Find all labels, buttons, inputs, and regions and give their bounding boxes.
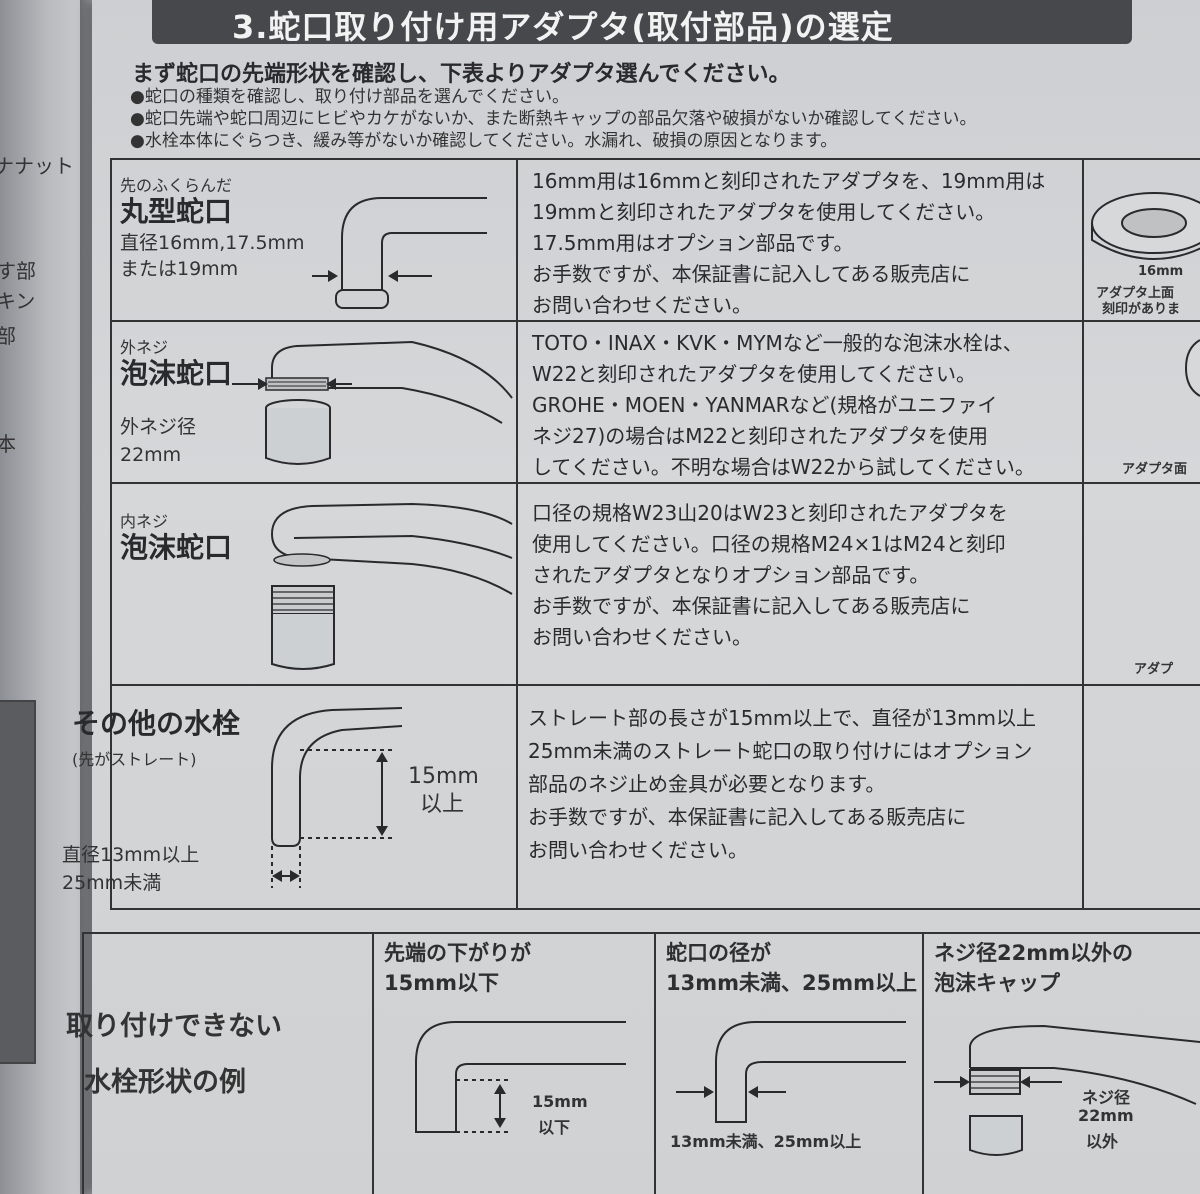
adapter-side-illustration (1184, 339, 1200, 397)
faucet-type-name: 泡沫蛇口 (120, 357, 233, 390)
unsupported-title: 水栓形状の例 (84, 1067, 246, 1098)
left-page-text: ナナット (0, 154, 74, 178)
row-sublabel: (先がストレート) (72, 750, 197, 769)
manual-page: 3.蛇口取り付け用アダプタ(取付部品)の選定 まず蛇口の先端形状を確認し、下表よ… (62, 0, 1200, 1194)
table-column-divider (516, 158, 518, 910)
book-gutter (80, 0, 94, 1194)
case-note: 以下 (538, 1118, 571, 1137)
table-border (110, 908, 1200, 910)
case-heading: ネジ径22mm以外の (934, 941, 1133, 965)
bullet-item: ●蛇口先端や蛇口周辺にヒビやカケがないか、また断熱キャップの部品欠落や破損がない… (130, 109, 977, 129)
box-divider (654, 932, 656, 1194)
description-line: お問い合わせください。 (532, 293, 752, 317)
bullet-list: ●蛇口の種類を確認し、取り付け部品を選んでください。 ●蛇口先端や蛇口周辺にヒビ… (130, 86, 976, 152)
adapter-ring-illustration (1091, 192, 1200, 260)
left-page-text: 本 (0, 432, 16, 456)
description-line: W22と刻印されたアダプタを使用してください。 (532, 362, 977, 386)
description-line: お問い合わせください。 (528, 838, 748, 862)
faucet-spec: 外ネジ径 (120, 416, 197, 438)
side-note: 刻印がありま (1102, 302, 1181, 317)
box-divider (372, 932, 374, 1194)
description-line: ネジ27)の場合はM22と刻印されたアダプタを使用 (532, 424, 988, 448)
lead-instruction: まず蛇口の先端形状を確認し、下表よりアダプタ選んでください。 (132, 62, 791, 87)
row-sublabel: 先のふくらんだ (120, 176, 233, 195)
diameter-faucet-illustration (676, 1021, 906, 1123)
inner-thread-aerator-illustration (271, 502, 513, 670)
description-line: 口径の規格W23山20はW23と刻印されたアダプタを (532, 501, 1008, 525)
table-border (110, 158, 112, 910)
side-note: 16mm (1138, 264, 1184, 279)
case-heading: 蛇口の径が (666, 941, 771, 965)
description-line: してください。不明な場合はW22から試してください。 (532, 455, 1035, 479)
side-note: アダプ (1134, 662, 1174, 677)
side-note: アダプタ上面 (1096, 286, 1175, 301)
case-heading: 泡沫キャップ (934, 971, 1060, 995)
description-line: ストレート部の長さが15mm以上で、直径が13mm以上 (528, 706, 1037, 730)
description-line: お手数ですが、本保証書に記入してある販売店に (528, 805, 967, 829)
table-row-divider (110, 684, 1200, 686)
faucet-spec: 直径16mm,17.5mm (120, 232, 305, 254)
case-heading: 13mm未満、25mm以上 (666, 971, 917, 995)
description-line: TOTO・INAX・KVK・MYMなど一般的な泡沫水栓は、 (532, 331, 1023, 355)
faucet-spec: 22mm (120, 444, 182, 466)
side-note: アダプタ面 (1122, 462, 1188, 477)
unsupported-examples-box: 取り付けできない 水栓形状の例 先端の下がりが 15mm以下 15mm 以下 蛇… (66, 932, 1200, 1194)
table-row-divider (110, 482, 1200, 484)
left-page-edge: ナナット す部 キン 部 本 (0, 0, 80, 1194)
adapter-selection-table: 先のふくらんだ 丸型蛇口 直径16mm,17.5mm または19mm 16mm用… (62, 158, 1200, 910)
description-line: されたアダプタとなりオプション部品です。 (532, 563, 930, 587)
bullet-item: ●水栓本体にぐらつき、緩み等がないか確認してください。水漏れ、破損の原因となりま… (130, 131, 838, 151)
box-divider (922, 932, 924, 1194)
case-heading: 先端の下がりが (384, 941, 531, 965)
description-line: 使用してください。口径の規格M24×1はM24と刻印 (532, 532, 1006, 556)
description-line: 部品のネジ止め金具が必要となります。 (528, 772, 886, 796)
measure-label: 以上 (420, 792, 465, 817)
straight-faucet-illustration (271, 707, 403, 888)
description-line: 19mmと刻印されたアダプタを使用してください。 (532, 200, 996, 224)
left-page-text: キン (0, 289, 36, 313)
row-description: TOTO・INAX・KVK・MYMなど一般的な泡沫水栓は、 W22と刻印されたア… (532, 328, 1035, 483)
table-row-divider (110, 320, 1200, 322)
description-line: お手数ですが、本保証書に記入してある販売店に (532, 594, 971, 618)
description-line: 16mm用は16mmと刻印されたアダプタを、19mm用は (532, 169, 1046, 193)
row-sublabel: 外ネジ (120, 338, 169, 357)
table-border (110, 158, 1200, 160)
row-description: ストレート部の長さが15mm以上で、直径が13mm以上 25mm未満のストレート… (528, 702, 1036, 867)
round-faucet-illustration (312, 197, 487, 309)
row-sublabel: 内ネジ (120, 512, 169, 531)
case-heading: 15mm以下 (384, 971, 499, 995)
left-page-text: 部 (0, 324, 16, 348)
box-border (82, 932, 84, 1194)
description-line: お問い合わせください。 (532, 625, 752, 649)
faucet-type-name: その他の水栓 (72, 707, 241, 740)
non-22mm-aerator-illustration (934, 1024, 1200, 1156)
left-page-dark-panel (0, 700, 36, 1064)
row-description: 口径の規格W23山20はW23と刻印されたアダプタを 使用してください。口径の規… (532, 498, 1008, 653)
section-title: 3.蛇口取り付け用アダプタ(取付部品)の選定 (232, 8, 894, 46)
bullet-item: ●蛇口の種類を確認し、取り付け部品を選んでください。 (130, 87, 569, 107)
measure-label: 15mm (408, 764, 479, 789)
description-line: GROHE・MOEN・YANMARなど(規格がユニファイ (532, 393, 998, 417)
table-column-divider (1082, 158, 1084, 910)
unsupported-title: 取り付けできない (66, 1011, 282, 1042)
faucet-type-name: 泡沫蛇口 (120, 531, 233, 564)
case-note: 22mm (1078, 1106, 1134, 1125)
faucet-spec: 25mm未満 (62, 872, 162, 894)
faucet-spec: 直径13mm以上 (62, 844, 200, 866)
section-title-bar: 3.蛇口取り付け用アダプタ(取付部品)の選定 (152, 0, 1132, 46)
case-note: 13mm未満、25mm以上 (670, 1132, 862, 1151)
short-drop-faucet-illustration (415, 1021, 626, 1133)
case-note: 15mm (532, 1092, 588, 1111)
box-border (82, 932, 1200, 934)
left-page-text: す部 (0, 259, 36, 283)
case-note: ネジ径 (1082, 1088, 1131, 1107)
outer-thread-aerator-illustration (232, 340, 513, 465)
faucet-spec: または19mm (120, 258, 239, 280)
faucet-type-name: 丸型蛇口 (120, 195, 233, 228)
row-description: 16mm用は16mmと刻印されたアダプタを、19mm用は 19mmと刻印されたア… (532, 166, 1045, 321)
description-line: お手数ですが、本保証書に記入してある販売店に (532, 262, 971, 286)
description-line: 17.5mm用はオプション部品です。 (532, 231, 854, 255)
description-line: 25mm未満のストレート蛇口の取り付けにはオプション (528, 739, 1033, 763)
case-note: 以外 (1086, 1132, 1119, 1151)
